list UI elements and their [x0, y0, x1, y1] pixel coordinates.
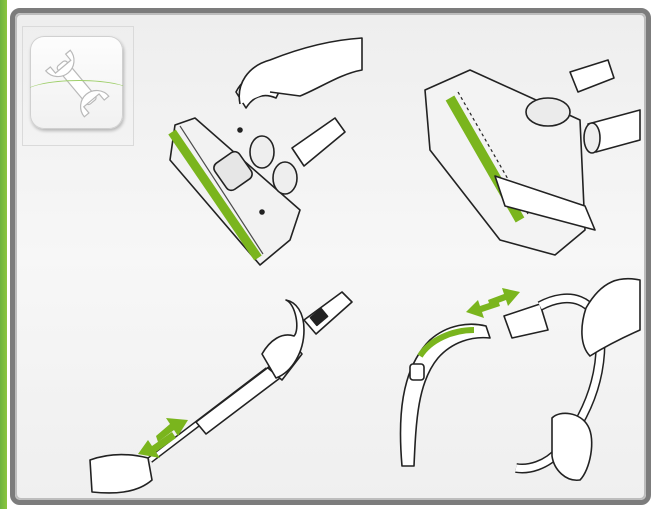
- hose-handle-step: [400, 279, 640, 481]
- telescopic-tube-step: [90, 292, 352, 493]
- nozzle-brush-step: [425, 60, 640, 255]
- nozzle-underside-step: [170, 38, 362, 265]
